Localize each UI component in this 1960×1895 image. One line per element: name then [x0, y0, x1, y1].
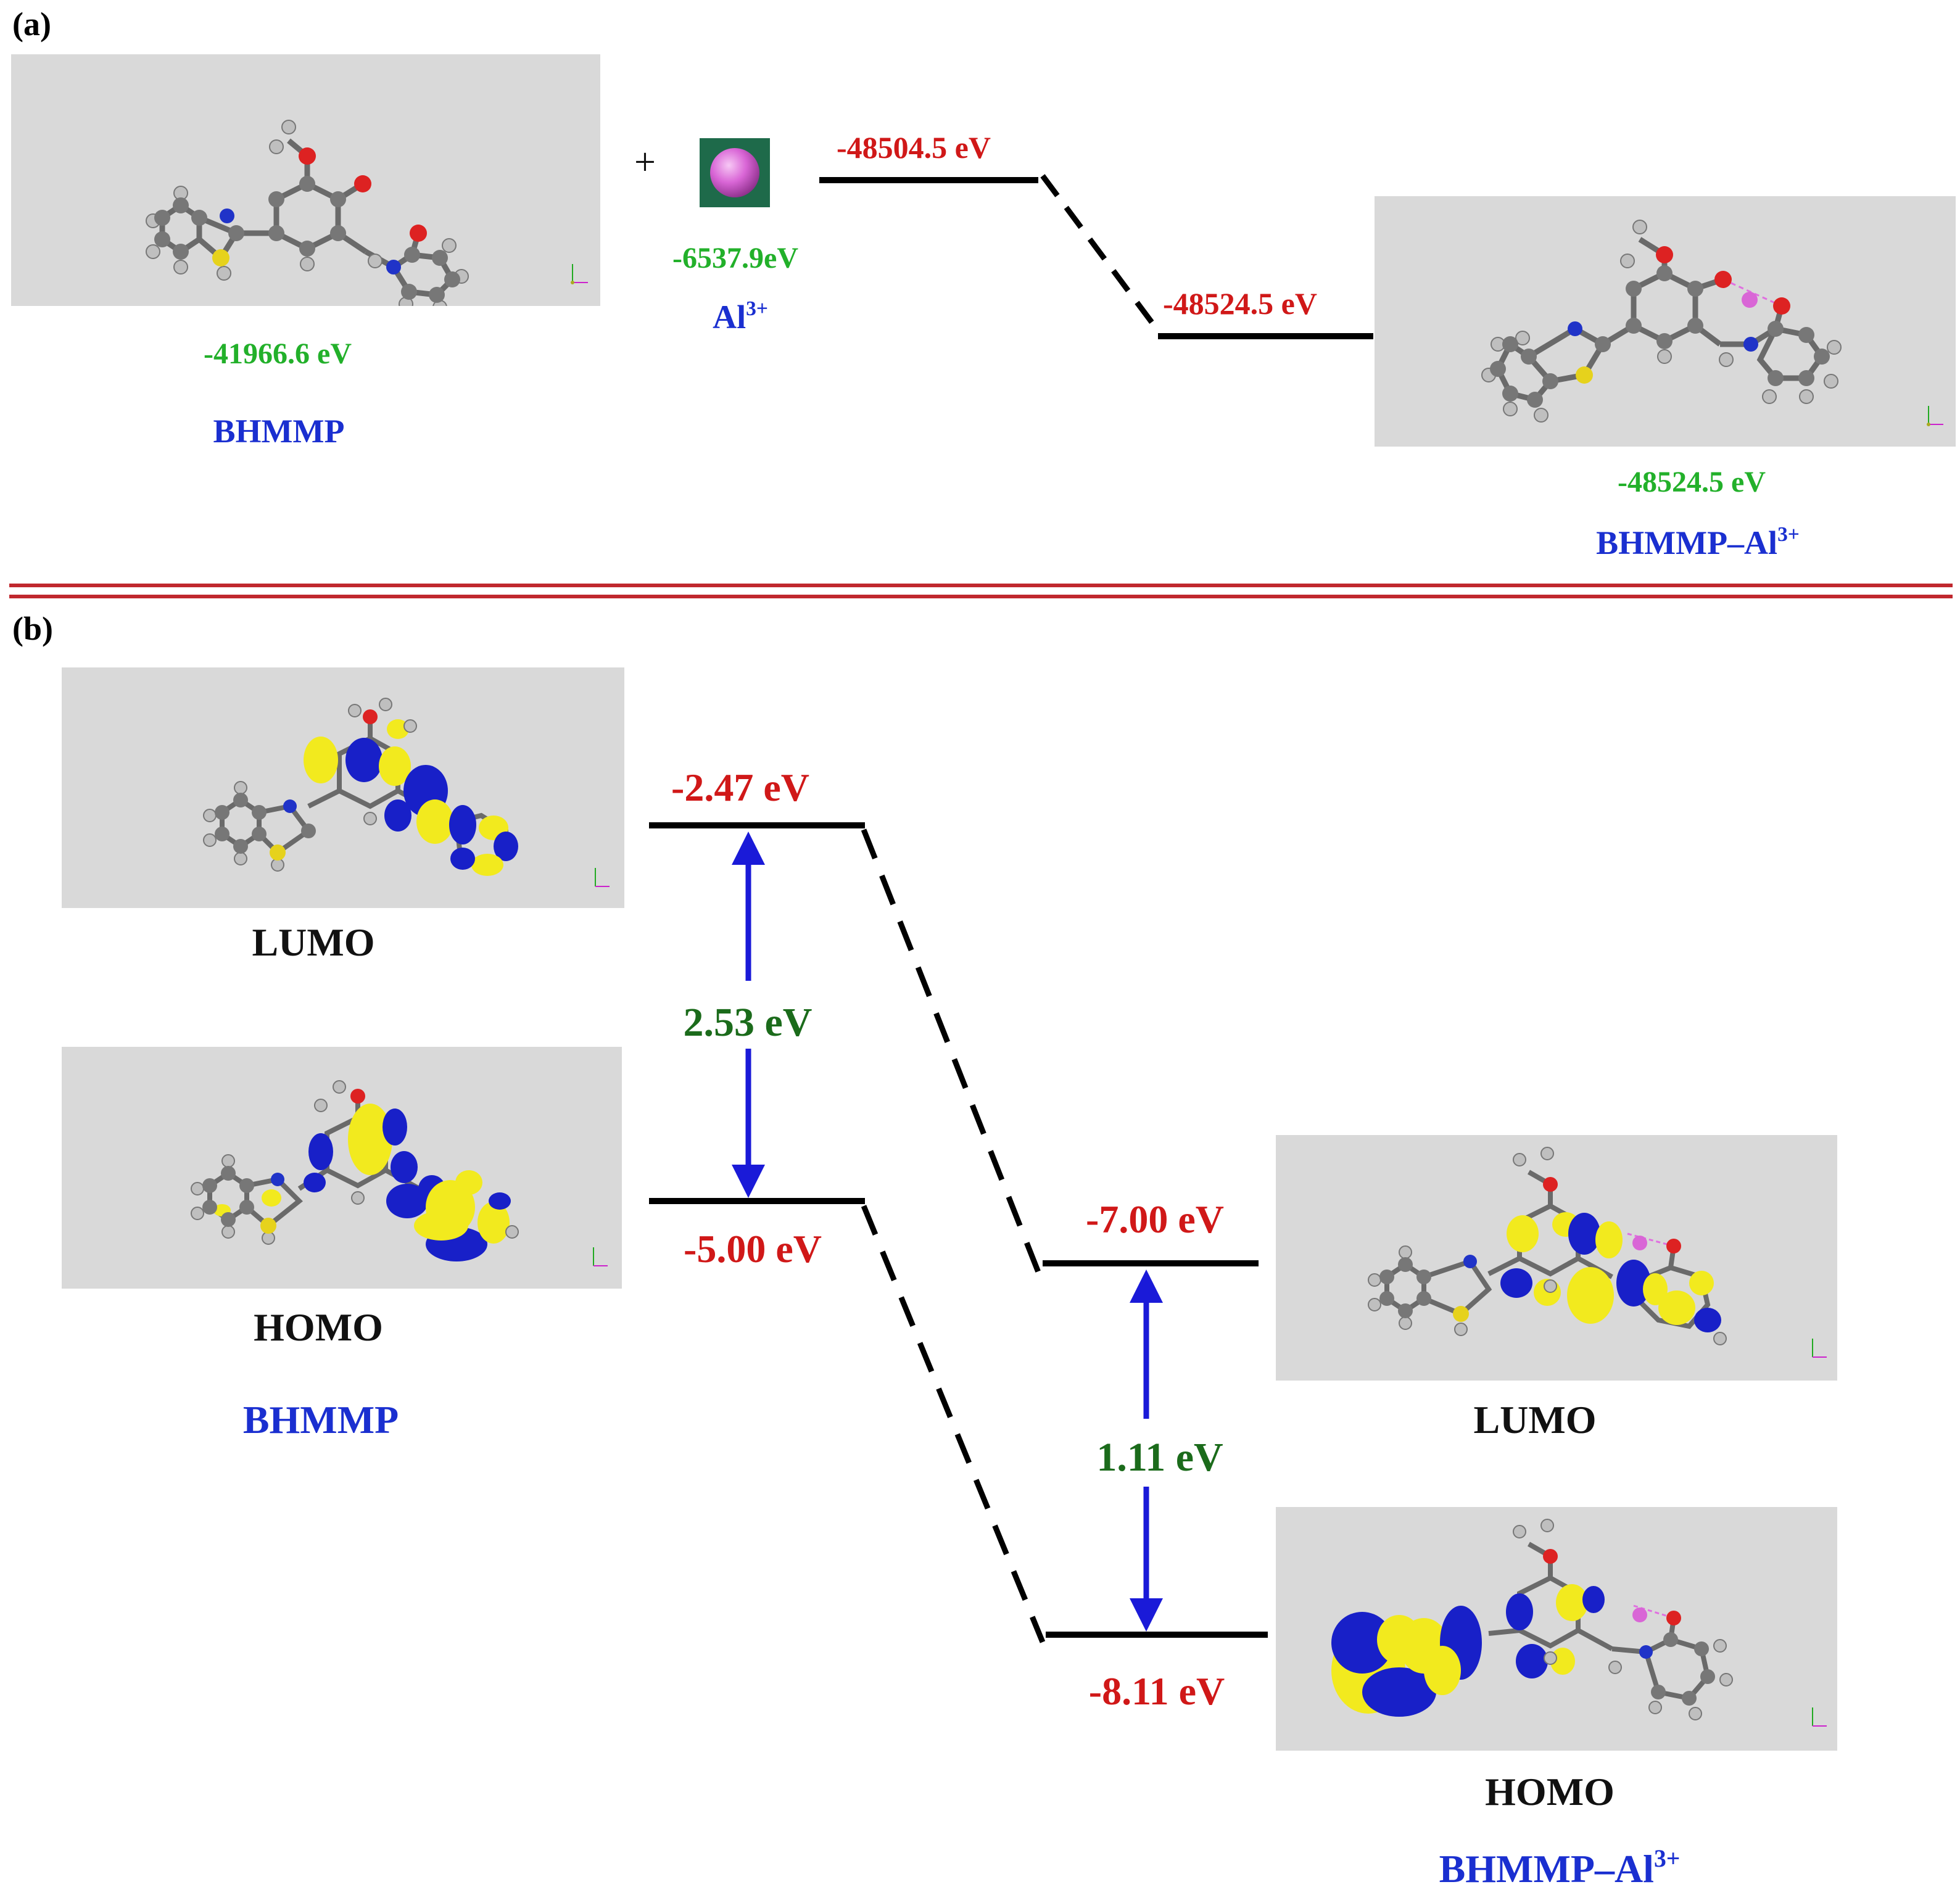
complex-lumo-energy: -7.00 eV	[1086, 1197, 1224, 1241]
panel-a-label: (a)	[12, 6, 51, 43]
complex-name: BHMMP–Al3+	[1596, 523, 1800, 561]
lumo-connector	[861, 828, 1046, 1284]
bhmmp-lumo-image	[62, 667, 624, 908]
bhmmp-name-b: BHMMP	[242, 1398, 399, 1442]
homo-connector	[861, 1205, 1046, 1643]
complex-homo-label: HOMO	[1485, 1770, 1615, 1814]
bhmmp-lumo-label: LUMO	[252, 920, 375, 964]
al-ion-sphere-icon	[700, 138, 770, 207]
bhmmp-molecule-icon	[146, 120, 588, 306]
complex-lumo-image	[1276, 1135, 1837, 1381]
complex-level-energy: -48524.5 eV	[1163, 286, 1317, 321]
complex-gap-value: 1.11 eV	[1096, 1435, 1223, 1480]
complex-lumo-label: LUMO	[1473, 1398, 1597, 1442]
axis-triad-icon	[1927, 406, 1943, 426]
gap-double-arrow-icon	[732, 832, 1163, 1632]
al-ion-name: Al3+	[713, 297, 768, 336]
bhmmp-homo-energy: -5.00 eV	[684, 1227, 822, 1271]
bhmmp-homo-orbital-icon	[191, 1080, 608, 1266]
complex-lumo-orbital-icon	[1368, 1147, 1827, 1358]
bhmmp-gap-value: 2.53 eV	[683, 1000, 813, 1045]
plus-sign: +	[634, 141, 656, 183]
complex-structure-image	[1375, 196, 1956, 447]
axis-triad-icon	[593, 1247, 608, 1266]
sum-level-energy: -48504.5 eV	[837, 130, 991, 165]
al-ion-energy: -6537.9eV	[672, 242, 798, 275]
panel-separator	[9, 584, 1953, 587]
axis-triad-icon	[571, 264, 588, 284]
complex-molecule-icon	[1481, 220, 1943, 426]
bhmmp-homo-image	[62, 1047, 622, 1289]
complex-homo-image	[1276, 1507, 1837, 1751]
bhmmp-name: BHMMP	[213, 413, 345, 450]
axis-triad-icon	[595, 868, 610, 887]
complex-name-b: BHMMP–Al3+	[1439, 1845, 1681, 1891]
complex-homo-orbital-icon	[1331, 1519, 1827, 1727]
axis-triad-icon	[1812, 1707, 1827, 1727]
sum-to-complex-connector	[1040, 174, 1162, 335]
panel-separator-lower	[9, 595, 1953, 598]
complex-energy: -48524.5 eV	[1618, 466, 1766, 498]
panel-b-label: (b)	[12, 610, 53, 647]
bhmmp-energy: -41966.6 eV	[204, 337, 352, 370]
complex-homo-energy: -8.11 eV	[1088, 1669, 1225, 1713]
bhmmp-structure-image	[11, 54, 600, 306]
bhmmp-lumo-energy: -2.47 eV	[671, 766, 809, 809]
axis-triad-icon	[1812, 1339, 1827, 1358]
bhmmp-homo-label: HOMO	[254, 1305, 383, 1349]
bhmmp-lumo-orbital-icon	[203, 698, 610, 887]
